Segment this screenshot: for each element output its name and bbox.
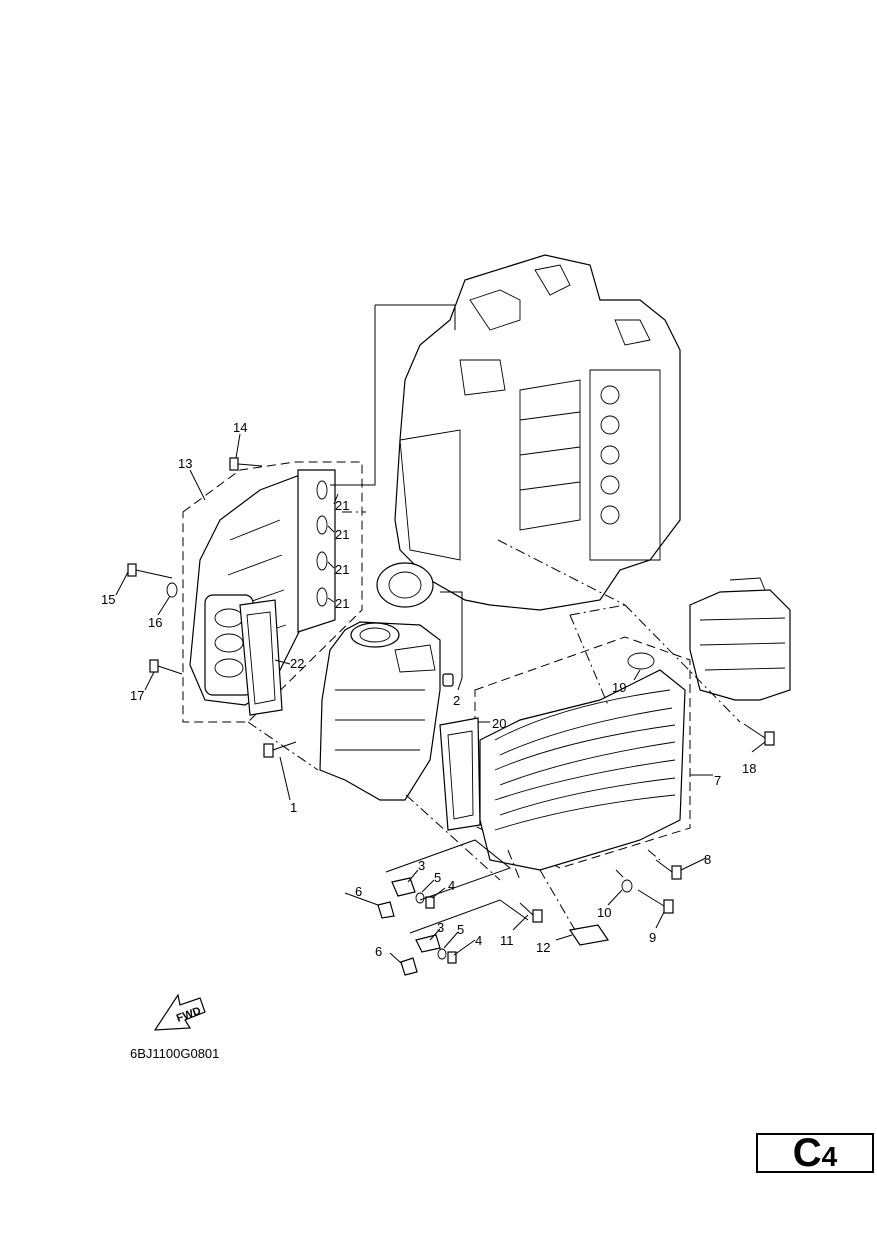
- section-letter: C: [792, 1131, 822, 1175]
- callout-22: 22: [290, 656, 304, 671]
- callout-15: 15: [101, 592, 115, 607]
- figure-code: 6BJ1100G0801: [130, 1046, 220, 1061]
- callout-4-lower: 4: [475, 933, 482, 948]
- callout-18: 18: [742, 761, 756, 776]
- washer-10: [621, 879, 633, 893]
- callout-4-upper: 4: [448, 878, 455, 893]
- clip-set-lower: [400, 934, 457, 976]
- gasket-22: [239, 599, 283, 716]
- intake-manifold-right: [474, 636, 691, 871]
- bolt-17: [149, 659, 183, 675]
- callout-17: 17: [130, 688, 144, 703]
- plate-orings-21: [297, 469, 336, 633]
- bolt-18: [743, 723, 775, 746]
- callout-1: 1: [290, 800, 297, 815]
- callout-13: 13: [178, 456, 192, 471]
- bolt-9: [637, 889, 674, 914]
- washer-16: [166, 582, 178, 598]
- clip-reference-brackets: [385, 839, 529, 934]
- callout-16: 16: [148, 615, 162, 630]
- callout-5-upper: 5: [434, 870, 441, 885]
- callout-6-upper: 6: [355, 884, 362, 899]
- gasket-20: [439, 717, 481, 831]
- bolt-15: [127, 563, 173, 579]
- callout-20: 20: [492, 716, 506, 731]
- callout-9: 9: [649, 930, 656, 945]
- callout-12: 12: [536, 940, 550, 955]
- callout-19: 19: [612, 680, 626, 695]
- callout-21-d: 21: [335, 596, 349, 611]
- callout-labels: 14 13 21 21 21 21 15 16 22 17 19 2 20 18…: [101, 420, 756, 959]
- callout-3-upper: 3: [418, 858, 425, 873]
- oring-19: [627, 652, 655, 670]
- fuel-rail-assembly: [689, 577, 791, 701]
- bolt-1: [263, 741, 297, 758]
- callout-2: 2: [453, 693, 460, 708]
- leader-lines: [115, 304, 766, 964]
- callout-6-lower: 6: [375, 944, 382, 959]
- bolt-14: [229, 457, 263, 471]
- throttle-body: [319, 621, 441, 801]
- forward-direction-arrow: FWD: [153, 993, 206, 1031]
- callout-11: 11: [500, 933, 514, 948]
- clamp-12: [568, 924, 610, 946]
- clip-set-upper: [377, 877, 435, 919]
- engine-block: [376, 254, 681, 611]
- assembly-reference-lines: [247, 511, 741, 931]
- callout-3-lower: 3: [437, 920, 444, 935]
- section-badge: C 4: [756, 1133, 874, 1173]
- callout-21-a: 21: [335, 498, 349, 513]
- bolt-11: [519, 902, 543, 923]
- section-number: 4: [821, 1141, 838, 1172]
- callout-10: 10: [597, 905, 611, 920]
- callout-14: 14: [233, 420, 247, 435]
- dowel-2: [442, 673, 454, 687]
- callout-21-c: 21: [335, 562, 349, 577]
- callout-8: 8: [704, 852, 711, 867]
- callout-21-b: 21: [335, 527, 349, 542]
- callout-7: 7: [714, 773, 721, 788]
- callout-5-lower: 5: [457, 922, 464, 937]
- bolt-8: [655, 859, 682, 880]
